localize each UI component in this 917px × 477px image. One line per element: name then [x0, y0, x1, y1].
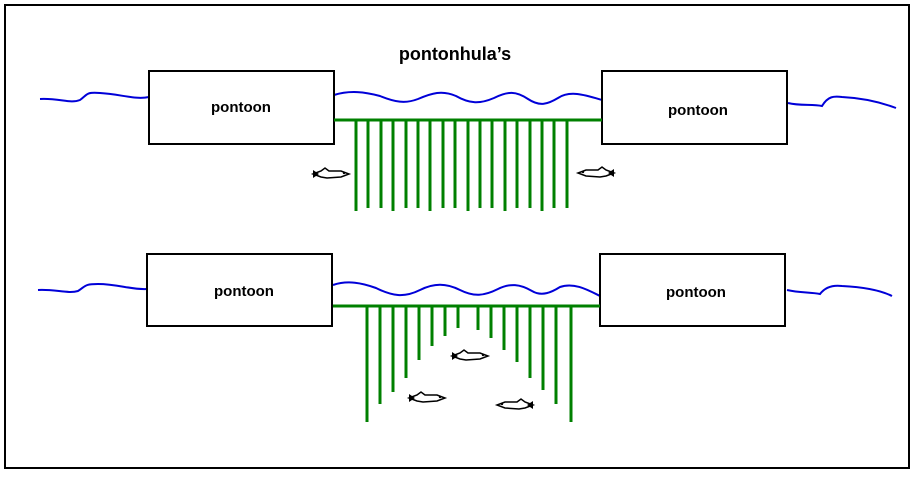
pontoon-label: pontoon [666, 284, 726, 301]
top-scene: pontoon pontoon [39, 70, 897, 211]
pontoon-box-right [601, 70, 788, 145]
diagram-title: pontonhula’s [399, 44, 511, 64]
pontoon-label: pontoon [211, 99, 271, 116]
fish-icon [310, 167, 352, 179]
fish-icon [406, 391, 448, 403]
fish-icon [494, 398, 536, 410]
fish-icon [575, 166, 617, 178]
hula-strips [354, 120, 569, 211]
hula-strips [365, 306, 573, 422]
water-line-middle [333, 91, 603, 105]
pontoon-label: pontoon [668, 102, 728, 119]
water-line-right [787, 95, 897, 109]
diagram-frame [4, 4, 910, 469]
water-line-right [786, 284, 893, 297]
pontoon-box-right [599, 253, 786, 327]
water-line-left [39, 91, 150, 103]
fish-icon [449, 349, 491, 361]
bottom-scene: pontoon pontoon [37, 253, 893, 422]
pontoon-label: pontoon [214, 283, 274, 300]
pontoon-box-left [148, 70, 335, 145]
pontoon-box-left [146, 253, 333, 327]
water-line-left [37, 282, 148, 293]
water-line-middle [332, 281, 601, 297]
